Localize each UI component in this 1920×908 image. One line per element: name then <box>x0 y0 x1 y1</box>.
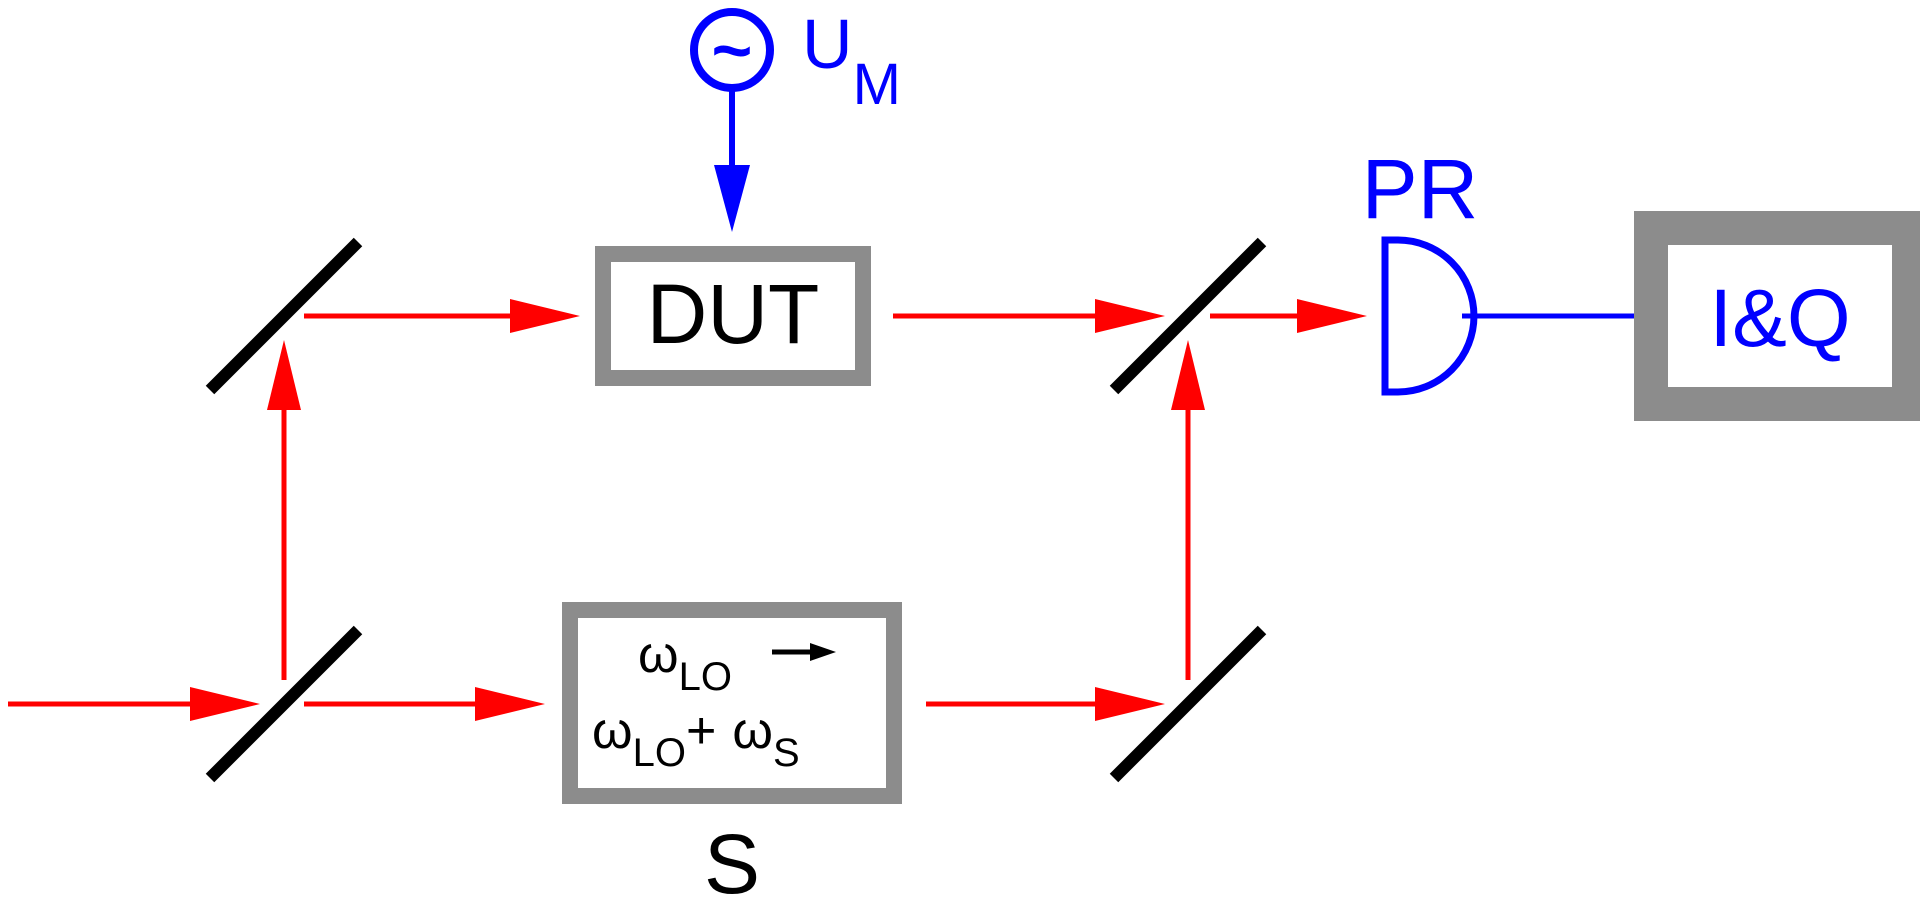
mirrors <box>205 237 1267 783</box>
photoreceiver: PR <box>1362 142 1640 396</box>
input-beam-arrowhead <box>190 687 260 721</box>
beam-splitter-output <box>1109 237 1267 395</box>
plus-sign: + <box>686 702 716 760</box>
beam-splitter-input <box>205 625 363 783</box>
source-label-sub: M <box>853 52 901 117</box>
mirror-top-left <box>205 237 363 395</box>
beam-bs1-to-shifter-arrowhead <box>475 687 545 721</box>
modulation-arrowhead <box>714 165 750 232</box>
beam-dut-to-bs2-arrowhead <box>1095 299 1165 333</box>
source-label: UM <box>802 5 901 117</box>
ac-source-symbol: ~ <box>712 11 753 89</box>
mirror-bottom-right <box>1109 625 1267 783</box>
beam-bs2-to-pr-arrowhead <box>1297 299 1367 333</box>
iq-demodulator-box: I&Q <box>1634 211 1920 421</box>
omega-lo-subscript-2: LO <box>633 731 686 775</box>
beam-paths <box>8 299 1367 721</box>
omega-lo-subscript: LO <box>679 655 732 699</box>
photoreceiver-label: PR <box>1362 142 1479 236</box>
beam-shifter-to-mirror-arrowhead <box>1095 687 1165 721</box>
ac-source-icon <box>690 8 774 92</box>
beam-mirror-to-dut-arrowhead <box>510 299 580 333</box>
omega-s-subscript: S <box>773 731 800 775</box>
beam-mirror-up-arrowhead <box>1171 340 1205 410</box>
shifter-line1: ωLO <box>638 626 732 699</box>
iq-demodulator-label: I&Q <box>1709 273 1850 364</box>
shifter-line2: ωLO+ωS <box>592 702 800 775</box>
omega-lo-symbol-2: ω <box>592 702 633 760</box>
source-label-main: U <box>802 5 853 83</box>
omega-lo-symbol: ω <box>638 626 679 684</box>
omega-s-symbol: ω <box>732 702 773 760</box>
shifter-caption: S <box>704 817 760 908</box>
photodetector-icon <box>1381 236 1478 396</box>
frequency-shifter-box: ωLO ωLO+ωS S <box>562 602 902 908</box>
beam-bs1-up-arrowhead <box>267 340 301 410</box>
modulation-source: ~ UM <box>690 5 901 232</box>
dut-box: DUT <box>595 246 871 386</box>
dut-label: DUT <box>647 267 820 361</box>
right-arrow-icon <box>772 643 836 661</box>
